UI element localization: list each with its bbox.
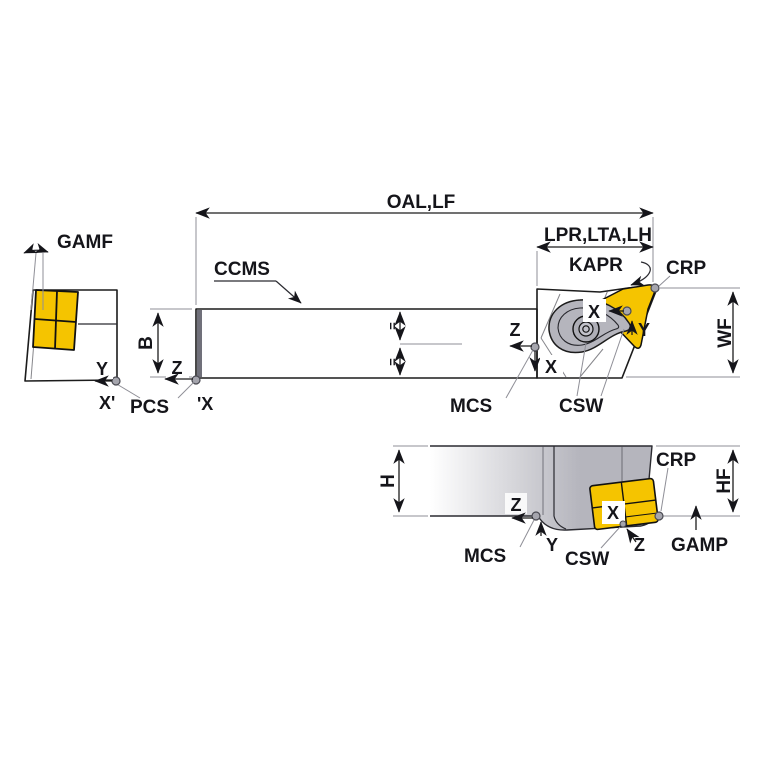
ccms-label: CCMS	[214, 259, 270, 280]
mcs-label-top: MCS	[464, 546, 506, 567]
end-view: GAMF Y X'	[23, 232, 121, 413]
mcs-z-label: Z	[510, 320, 521, 340]
equal-mark-bottom: =	[385, 358, 400, 366]
clamp-inner-contour	[557, 307, 620, 346]
pcs-point-end	[111, 376, 121, 386]
gamf-ref-tilted	[30, 252, 37, 311]
mcs-y-label-top: Y	[546, 535, 558, 555]
top-view-junction-line-2	[553, 446, 567, 530]
csw-leader-nose	[600, 328, 625, 397]
ccms-leader	[275, 280, 302, 304]
crp-axis-point	[622, 306, 632, 316]
mcs-point-top	[531, 511, 541, 521]
dim-lpr-label: LPR,LTA,LH	[544, 225, 652, 246]
gamf-arc-arrows	[23, 242, 49, 254]
clamp-screw-torx	[582, 325, 590, 333]
angle-gamf-label: GAMF	[57, 232, 113, 253]
pcs-y-box	[91, 357, 113, 379]
top-view: X H HF CRP GAMP Z Y MCS CSW Z	[378, 445, 740, 570]
csw-point-top	[619, 520, 627, 528]
csw-z-label-top: Z	[634, 535, 645, 555]
crp-point-top	[654, 511, 664, 521]
angle-gamp-label: GAMP	[671, 535, 728, 556]
crp-leader-top	[660, 467, 669, 512]
mcs-x-label: X	[545, 357, 557, 377]
crp-leader-side	[658, 275, 671, 287]
mcs-label-side: MCS	[450, 396, 492, 417]
pcs-leader-right	[177, 381, 195, 399]
kapr-arc-arrow	[630, 261, 651, 286]
insert-end-view	[32, 289, 79, 351]
mcs-z-box	[503, 318, 527, 341]
crp-x-box	[583, 299, 606, 322]
clamp-screw-socket	[578, 321, 594, 337]
pcs-x-shank-label: 'X	[197, 394, 213, 414]
insert-x-box	[602, 501, 625, 524]
crp-label-side: CRP	[666, 258, 706, 279]
pcs-x-end-label: X'	[99, 393, 115, 413]
shank-left-edge-shade	[197, 310, 202, 377]
crp-point-side	[650, 283, 660, 293]
pcs-label: PCS	[130, 397, 169, 418]
csw-leader-top	[600, 526, 621, 549]
pcs-z-box	[166, 356, 189, 378]
insert-x-label: X	[607, 503, 619, 523]
pcs-y-label: Y	[96, 359, 108, 379]
mcs-point-side	[530, 342, 540, 352]
angle-kapr-label: KAPR	[569, 255, 623, 276]
dim-wf-label: WF	[715, 318, 736, 348]
head-facet-line	[540, 293, 561, 339]
pcs-leader-left	[114, 382, 141, 399]
crp-label-top: CRP	[656, 450, 696, 471]
mcs-z-box-top	[505, 493, 527, 514]
head-facet-line	[579, 348, 604, 378]
csw-leader-screw	[576, 342, 587, 397]
dim-b-label: B	[136, 336, 157, 350]
crp-y-label: Y	[638, 320, 650, 340]
crp-x-label: X	[588, 302, 600, 322]
side-view: OAL,LF LPR,LTA,LH KAPR CRP WF CCMS B = =	[114, 192, 740, 418]
shank-side	[195, 308, 538, 379]
dim-hf-label: HF	[714, 468, 735, 493]
mcs-leader-top	[519, 519, 535, 548]
csw-label-top: CSW	[565, 549, 609, 570]
csw-z-axis-arrow-top	[626, 528, 640, 544]
equal-mark-top: =	[385, 322, 400, 330]
mcs-leader-side	[505, 349, 534, 399]
mcs-z-label-top: Z	[511, 495, 522, 515]
dim-h-label: H	[378, 474, 399, 488]
dim-oal-label: OAL,LF	[387, 192, 456, 213]
mcs-x-box	[540, 355, 563, 377]
csw-label-side: CSW	[559, 396, 603, 417]
pcs-z-label: Z	[172, 358, 183, 378]
insert-side	[595, 284, 656, 349]
